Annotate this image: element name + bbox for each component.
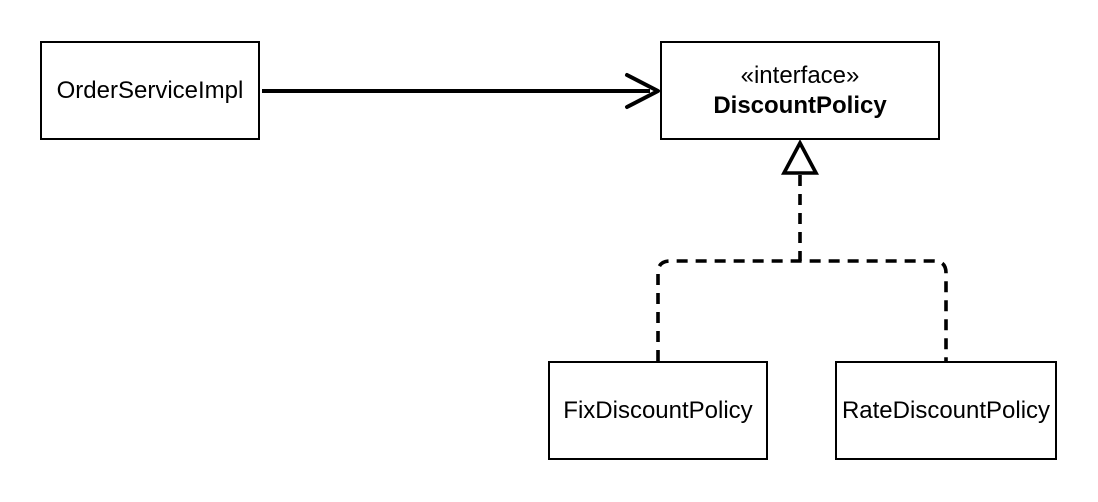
interface-name-label: DiscountPolicy <box>713 91 887 119</box>
dependency-open-arrowhead-icon <box>625 73 660 109</box>
realization-branch-path <box>656 259 948 361</box>
class-box-orderserviceimpl: OrderServiceImpl <box>40 41 260 140</box>
realization-triangle-icon <box>781 139 819 175</box>
class-box-ratediscountpolicy: RateDiscountPolicy <box>835 361 1057 460</box>
class-name-label: RateDiscountPolicy <box>841 396 1051 424</box>
interface-stereotype-label: «interface» <box>740 61 860 89</box>
interface-box-discountpolicy: «interface» DiscountPolicy <box>660 41 940 140</box>
class-name-label: OrderServiceImpl <box>56 76 244 104</box>
class-name-label: FixDiscountPolicy <box>563 396 753 424</box>
class-box-fixdiscountpolicy: FixDiscountPolicy <box>548 361 768 460</box>
